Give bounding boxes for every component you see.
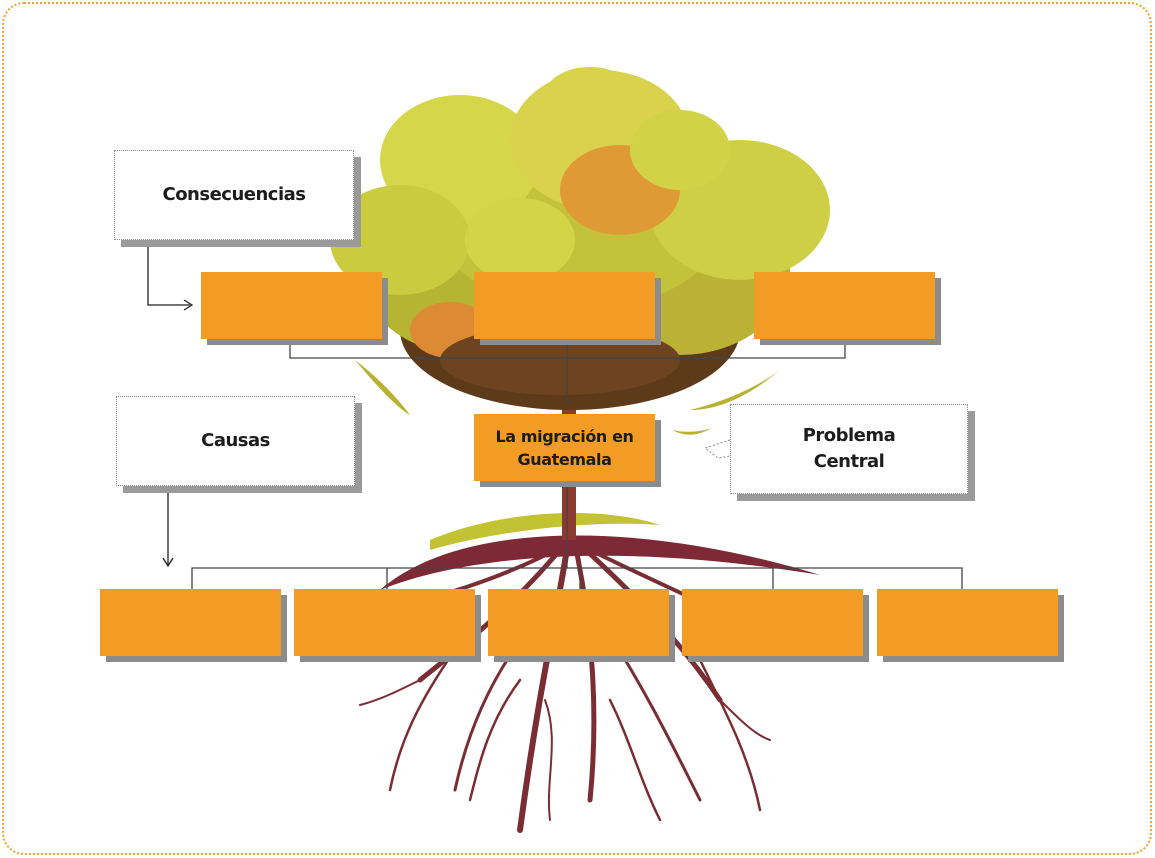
tree-canopy — [330, 67, 830, 410]
central-problem-label-box: Problema Central — [730, 404, 968, 494]
leaf-left — [355, 360, 410, 415]
central-problem-label: Problema Central — [802, 425, 896, 472]
cause-box-3[interactable] — [488, 589, 669, 656]
cause-box-5[interactable] — [877, 589, 1058, 656]
ground-arc-light — [430, 513, 660, 550]
consequence-box-3[interactable] — [754, 272, 935, 339]
causes-arrow-dot — [165, 487, 171, 493]
consequences-label: Consecuencias — [162, 184, 306, 205]
cause-box-4[interactable] — [682, 589, 863, 656]
consequences-arrow-dot — [145, 240, 151, 246]
consequence-box-1[interactable] — [201, 272, 382, 339]
ground-arc-dark — [380, 535, 820, 590]
causes-label: Causas — [201, 430, 270, 451]
consequences-label-box: Consecuencias — [114, 150, 354, 240]
cause-connectors — [191, 482, 963, 590]
consequence-box-2[interactable] — [474, 272, 655, 339]
causes-label-box: Causas — [116, 396, 355, 486]
causes-arrow — [162, 490, 174, 568]
consequences-arrow — [147, 243, 194, 311]
cause-box-2[interactable] — [294, 589, 475, 656]
central-problem-text: La migración en Guatemala — [495, 426, 634, 469]
callout-pointer — [703, 439, 731, 459]
consequence-connectors — [289, 340, 846, 405]
leaf-small — [672, 428, 712, 435]
cause-box-1[interactable] — [100, 589, 281, 656]
central-problem-box: La migración en Guatemala — [474, 414, 655, 481]
